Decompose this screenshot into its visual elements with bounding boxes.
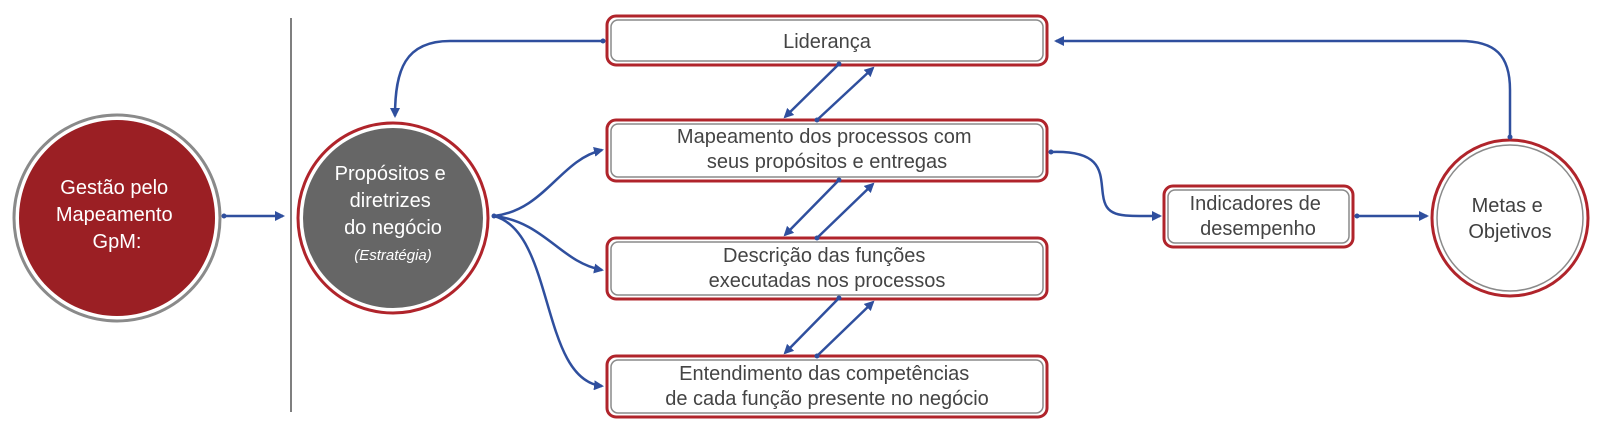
arrow-strategy-to-mapeamento [491, 146, 604, 219]
descricao-line1: Descrição das funções [723, 245, 925, 267]
entendimento-line1: Entendimento das competências [679, 363, 969, 385]
gpm-circle: Gestão pelo Mapeamento GpM: [12, 113, 222, 323]
arrow-descricao-to-entendimento [783, 295, 842, 355]
metas-line1: Metas e [1472, 195, 1543, 217]
strategy-circle: Propósitos e diretrizes do negócio (Estr… [296, 121, 490, 315]
box-lideranca: Liderança [605, 14, 1049, 67]
svg-text:Mapeamento dos processos com: Mapeamento dos processos com seus propós… [677, 126, 977, 173]
arrow-mapeamento-to-descricao [783, 177, 842, 237]
svg-text:Entendimento das competências: Entendimento das competências de cada fu… [665, 363, 989, 410]
metas-circle: Metas e Objetivos [1430, 138, 1590, 298]
box-indicadores: Indicadores de desempenho [1162, 184, 1355, 249]
descricao-line2: executadas nos processos [709, 270, 946, 292]
metas-line2: Objetivos [1468, 221, 1551, 243]
arrow-entendimento-to-descricao [814, 300, 875, 359]
svg-text:(Estratégia): (Estratégia) [354, 247, 432, 264]
arrow-descricao-to-mapeamento [814, 182, 875, 241]
svg-text:Indicadores de desempenh: Indicadores de desempenho [1190, 193, 1327, 240]
box-descricao: Descrição das funções executadas nos pro… [605, 236, 1049, 301]
strategy-line1: Propósitos e [335, 163, 446, 185]
strategy-line2: diretrizes [350, 190, 431, 212]
gpm-line3: GpM: [93, 231, 142, 253]
arrow-metas-to-lideranca [1054, 36, 1513, 140]
gpm-line1: Gestão pelo [60, 177, 168, 199]
strategy-line4: (Estratégia) [354, 247, 432, 264]
entendimento-line2: de cada função presente no negócio [665, 388, 989, 410]
gpm-line2: Mapeamento [56, 204, 173, 226]
lideranca-label: Liderança [783, 31, 872, 53]
box-entendimento: Entendimento das competências de cada fu… [605, 354, 1049, 419]
mapeamento-line1: Mapeamento dos processos com [677, 126, 972, 148]
arrow-strategy-to-descricao [493, 214, 604, 274]
arrow-mapeamento-to-lideranca [814, 66, 875, 123]
arrow-lideranca-to-mapeamento [783, 61, 842, 119]
strategy-line3: do negócio [344, 217, 442, 239]
svg-text:Propósitos e diretrizes: Propósitos e diretrizes do negócio [335, 163, 452, 239]
svg-text:Metas e Objetivos: Metas e Objetivos [1468, 195, 1551, 243]
svg-text:Descrição das funções ex: Descrição das funções executadas nos pro… [709, 245, 946, 292]
box-mapeamento: Mapeamento dos processos com seus propós… [605, 118, 1049, 183]
arrow-strategy-to-entendimento [493, 214, 604, 391]
indicadores-line2: desempenho [1200, 218, 1316, 240]
arrow-mapeamento-to-indicadores [1048, 149, 1162, 222]
arrow-lideranca-to-strategy [390, 38, 606, 118]
mapeamento-line2: seus propósitos e entregas [707, 151, 947, 173]
indicadores-line1: Indicadores de [1190, 193, 1321, 215]
svg-text:Gestão pelo Mapeamento: Gestão pelo Mapeamento GpM: [56, 177, 178, 253]
